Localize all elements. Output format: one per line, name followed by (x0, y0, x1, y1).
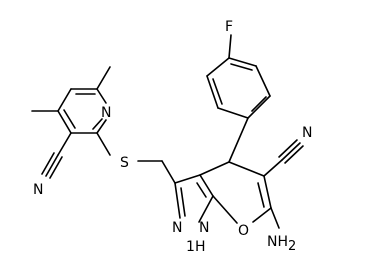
bond-c3-c4-inner (63, 109, 76, 129)
bond-c5-cn (263, 159, 283, 177)
sulfur-label: S (120, 155, 129, 171)
bond-c3-c3a (174, 174, 201, 184)
bond-o-c7a (212, 195, 238, 224)
amino-text: NH (267, 234, 288, 250)
pyridine-ring (31, 66, 111, 179)
bond-ph-5-inner (212, 78, 223, 105)
fluorine-label: F (225, 19, 233, 35)
bond-c6-nh2 (270, 207, 280, 229)
fluorophenyl-ring (206, 34, 271, 163)
ring-oxygen-label: O (238, 223, 249, 239)
bond-cn-triple-1 (45, 154, 59, 177)
bond-cn-triple-2 (41, 152, 55, 175)
nitrile-left-nitrogen-label: N (33, 182, 43, 198)
pyrazole-nh-prefix-label: 1 (186, 239, 195, 255)
pyrazole-nitrogen-label: N (172, 220, 182, 236)
bond-cn-right-triple-3 (284, 145, 304, 164)
bond-c3-c4 (57, 110, 72, 134)
bond-c5-c6 (263, 175, 272, 209)
thioether-linker (96, 132, 176, 184)
bond-ph-2 (255, 65, 271, 97)
pyrazole-ring (174, 174, 214, 223)
bond-ph-3 (228, 57, 257, 67)
bond-n1-c2 (96, 119, 107, 134)
bond-c3-n2-inner (180, 187, 186, 217)
bond-c4-c5 (228, 161, 265, 177)
bond-cn-right-triple-1 (281, 142, 301, 161)
bond-c3a-c4 (199, 161, 230, 176)
bond-methyl-c6 (96, 66, 111, 90)
nitrile-right-nitrogen-label: N (302, 125, 312, 141)
bond-c6-o (252, 207, 272, 223)
bond-c5-c6-inner (257, 182, 265, 208)
bond-c4-c5 (57, 88, 72, 112)
bond-ph-1-inner (251, 96, 267, 112)
pyrazole-nh-hydrogen-label: H (195, 239, 206, 255)
amino-label: NH2 (267, 234, 296, 254)
pyrazole-nh-nitrogen-label: N (199, 220, 209, 236)
bond-c3-n2 (174, 182, 181, 219)
bond-ph-4 (206, 57, 230, 77)
bond-c3a-c7a-inner (196, 182, 207, 198)
bond-cn-triple-3 (49, 156, 63, 179)
bond-c3-cn (57, 132, 72, 156)
nitrile-right (263, 139, 304, 177)
bond-ph-5 (206, 75, 219, 109)
bond-c-f (228, 34, 232, 59)
bond-c4-ipso (228, 117, 249, 163)
pyridine-nitrogen-label: N (101, 105, 111, 121)
bond-c2-s (96, 132, 111, 156)
bond-ph-6 (217, 107, 249, 119)
bond-ph-3-inner (230, 63, 253, 71)
pyran-ring (199, 161, 272, 224)
bond-ph-1 (247, 95, 271, 119)
bond-ch2-c3 (161, 160, 176, 184)
bond-c6-n1 (96, 88, 107, 104)
bond-c7a-n1 (198, 195, 214, 223)
bond-c3a-c7a (199, 174, 214, 197)
bond-cn-right-triple-2 (278, 139, 298, 158)
amino-subscript: 2 (288, 239, 296, 254)
bond-n1-c2-inner (92, 118, 103, 130)
